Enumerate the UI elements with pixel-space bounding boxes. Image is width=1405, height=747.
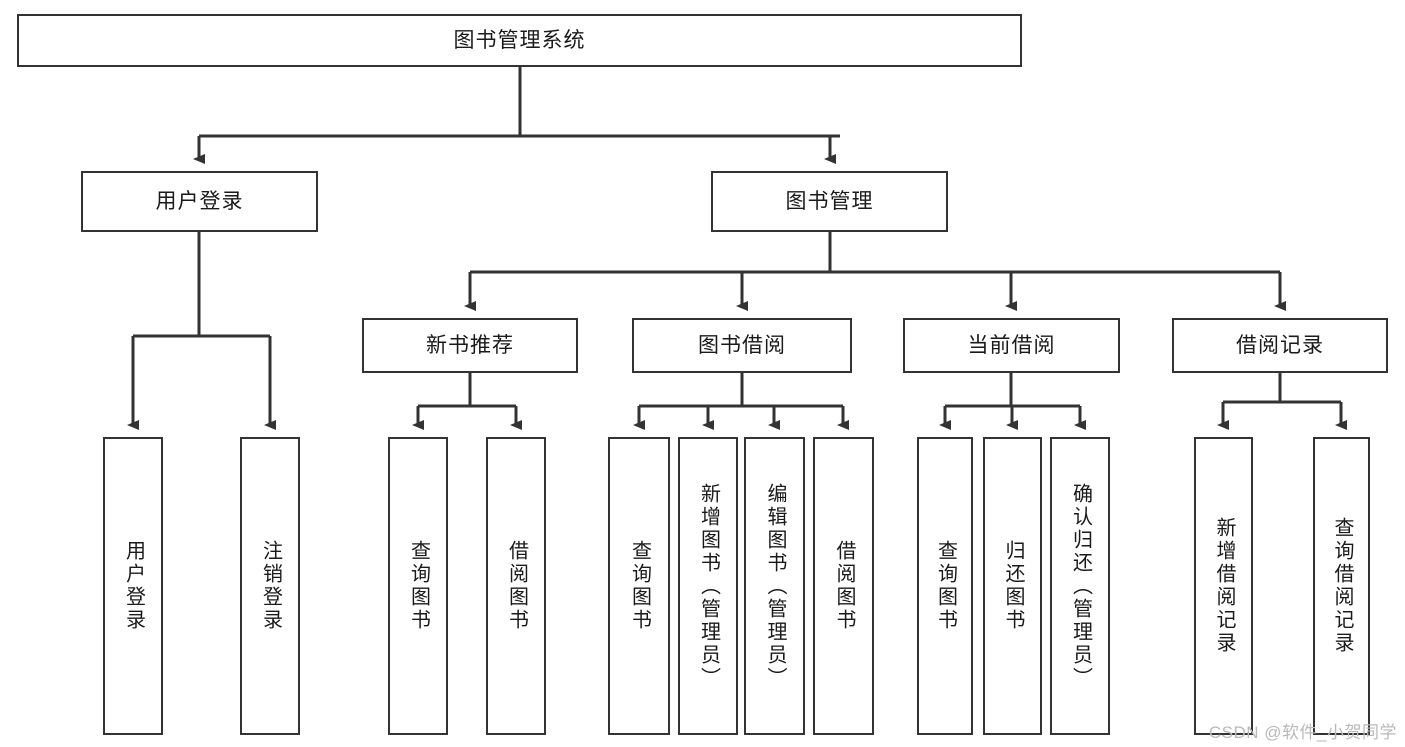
node-leaf-edit-book-admin-label: 编辑图书（管理员） <box>764 482 786 690</box>
node-leaf-user-login[interactable]: 用户登录 <box>103 437 163 735</box>
node-borrow-record[interactable]: 借阅记录 <box>1172 318 1388 373</box>
node-leaf-logout-login[interactable]: 注销登录 <box>240 437 300 735</box>
connector-user-login-to-leaves <box>127 232 276 430</box>
node-leaf-borrow-book[interactable]: 借阅图书 <box>813 437 874 735</box>
node-leaf-borrow-book-rec-label: 借阅图书 <box>505 540 528 632</box>
node-new-book-recommend[interactable]: 新书推荐 <box>362 318 578 373</box>
node-leaf-add-borrow-record-label: 新增借阅记录 <box>1213 517 1235 655</box>
connector-current-borrow-to-leaves <box>939 373 1086 430</box>
node-leaf-add-book-admin-label: 新增图书（管理员） <box>697 482 720 690</box>
node-current-borrow-label: 当前借阅 <box>967 333 1056 357</box>
node-borrow-record-label: 借阅记录 <box>1236 333 1324 357</box>
node-leaf-query-borrow-record[interactable]: 查询借阅记录 <box>1313 437 1370 735</box>
node-leaf-query-book-borrow[interactable]: 查询图书 <box>608 437 670 735</box>
node-user-login[interactable]: 用户登录 <box>81 171 318 232</box>
node-book-management[interactable]: 图书管理 <box>711 171 948 232</box>
node-user-login-label: 用户登录 <box>155 189 244 213</box>
node-leaf-return-book-label: 归还图书 <box>1002 540 1024 632</box>
node-leaf-logout-login-label: 注销登录 <box>259 540 282 632</box>
node-leaf-query-book-borrow-label: 查询图书 <box>628 540 651 632</box>
node-new-book-recommend-label: 新书推荐 <box>426 333 514 357</box>
node-leaf-query-book-current[interactable]: 查询图书 <box>917 437 973 735</box>
node-leaf-query-borrow-record-label: 查询借阅记录 <box>1331 517 1353 655</box>
node-leaf-query-book-current-label: 查询图书 <box>934 540 957 632</box>
node-current-borrow[interactable]: 当前借阅 <box>903 318 1120 373</box>
node-leaf-confirm-return-admin-label: 确认归还（管理员） <box>1069 482 1092 690</box>
node-book-borrow-label: 图书借阅 <box>698 333 786 357</box>
node-book-management-label: 图书管理 <box>785 189 874 213</box>
node-leaf-add-borrow-record[interactable]: 新增借阅记录 <box>1194 437 1253 735</box>
node-leaf-borrow-book-rec[interactable]: 借阅图书 <box>486 437 546 735</box>
node-root-label: 图书管理系统 <box>453 28 586 52</box>
node-leaf-return-book[interactable]: 归还图书 <box>983 437 1042 735</box>
connector-book-borrow-to-leaves <box>633 373 849 430</box>
node-leaf-query-book-rec-label: 查询图书 <box>407 540 430 632</box>
node-leaf-user-login-label: 用户登录 <box>122 540 145 632</box>
node-leaf-query-book-rec[interactable]: 查询图书 <box>388 437 448 735</box>
connector-book-management-to-level2 <box>464 232 1286 311</box>
node-leaf-confirm-return-admin[interactable]: 确认归还（管理员） <box>1050 437 1110 735</box>
node-book-borrow[interactable]: 图书借阅 <box>632 318 852 373</box>
connector-root-to-level1 <box>193 67 840 164</box>
connector-new-book-recommend-to-leaves <box>412 373 522 430</box>
connector-borrow-record-to-leaves <box>1217 373 1347 430</box>
csdn-watermark: CSDN @软件_小贺同学 <box>1208 723 1397 742</box>
node-leaf-add-book-admin[interactable]: 新增图书（管理员） <box>678 437 738 735</box>
node-leaf-edit-book-admin[interactable]: 编辑图书（管理员） <box>744 437 805 735</box>
node-leaf-borrow-book-label: 借阅图书 <box>833 540 855 632</box>
node-root[interactable]: 图书管理系统 <box>17 14 1022 67</box>
